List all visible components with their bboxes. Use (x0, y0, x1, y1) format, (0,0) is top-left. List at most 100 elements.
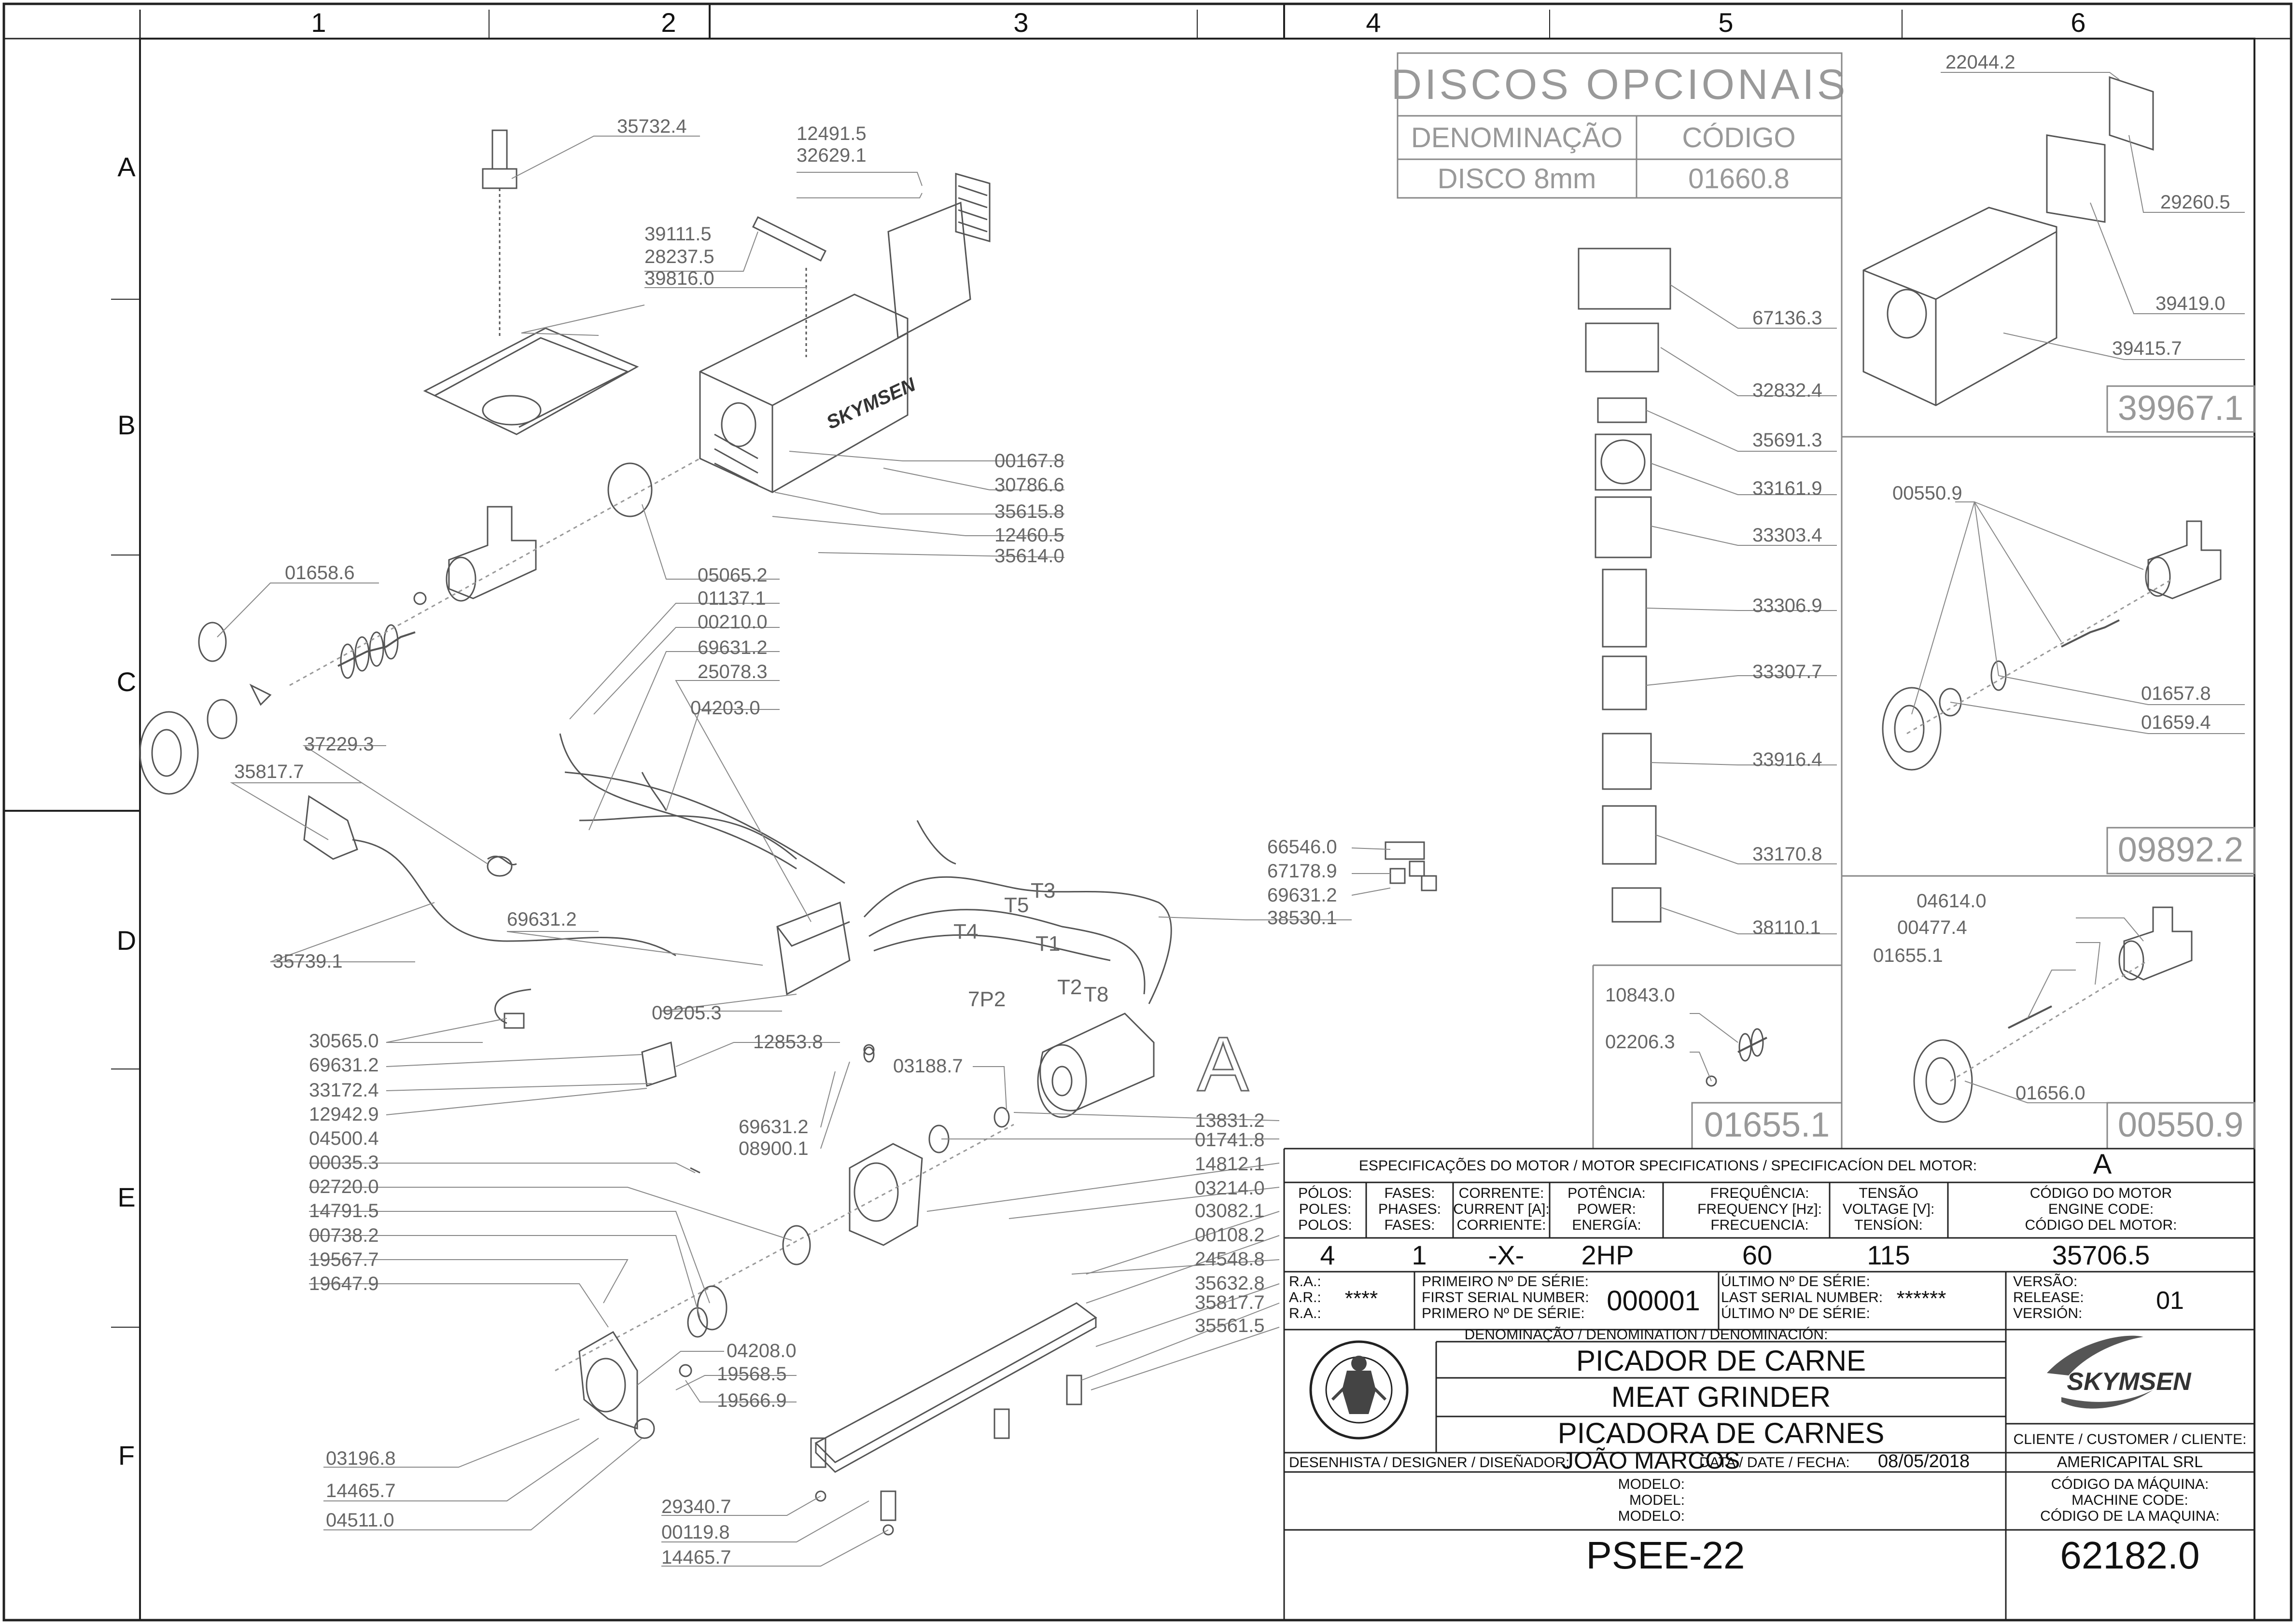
callout-14812-1: 14812.1 (1195, 1153, 1265, 1175)
ra-label-pt: R.A.: (1289, 1274, 1321, 1290)
callout-33916-4: 33916.4 (1752, 749, 1822, 770)
callout-35614-0: 35614.0 (994, 545, 1064, 567)
callout-35561-5: 35561.5 (1195, 1315, 1265, 1336)
callout-39816-0: 39816.0 (644, 268, 714, 289)
current-label-en: CURRENT [A]: (1453, 1201, 1549, 1217)
client-label: CLIENTE / CUSTOMER / CLIENTE: (2014, 1431, 2247, 1447)
label-32832 (1585, 322, 1659, 373)
label-33307 (1602, 655, 1647, 710)
plate-disc (198, 622, 227, 662)
version-label-pt: VERSÃO: (2013, 1273, 2077, 1290)
grid-col-4: 4 (1366, 7, 1381, 38)
client-value: AMERICAPITAL SRL (2057, 1453, 2203, 1471)
callout-69631-2a: 69631.2 (698, 637, 768, 658)
grid-col-1: 1 (311, 7, 326, 38)
callout-69631-2b: 69631.2 (507, 909, 577, 930)
callout-66546-0: 66546.0 (1267, 836, 1337, 858)
sub-assembly-codes: 39967.1 09892.2 01655.1 00550.9 (1704, 389, 2243, 1144)
callout-37229-3: 37229.3 (304, 734, 374, 755)
last-serial-label-es: ÚLTIMO Nº DE SÉRIE: (1721, 1305, 1870, 1321)
label-33161 (1595, 433, 1652, 491)
callout-24548-8: 24548.8 (1195, 1249, 1265, 1270)
first-serial-label-en: FIRST SERIAL NUMBER: (1422, 1290, 1589, 1305)
voltage-label-pt: TENSÃO (1859, 1185, 1918, 1201)
callout-33303-4: 33303.4 (1752, 525, 1822, 546)
callout-01657-8: 01657.8 (2141, 683, 2211, 704)
first-serial-label-es: PRIMERO Nº DE SÉRIE: (1422, 1305, 1585, 1321)
callout-00477-4: 00477.4 (1897, 917, 1967, 938)
engine-code-label-en: ENGINE CODE: (2048, 1201, 2154, 1217)
callout-35817-7a: 35817.7 (234, 761, 304, 782)
ra-value: **** (1345, 1287, 1378, 1310)
poles-label-es: POLOS: (1298, 1217, 1352, 1233)
grid-col-6: 6 (2071, 7, 2085, 38)
phases-label-pt: FASES: (1384, 1185, 1435, 1201)
grid-col-3: 3 (1013, 7, 1028, 38)
machine-code-label-pt: CÓDIGO DA MÁQUINA: (2051, 1476, 2209, 1492)
phases-value: 1 (1412, 1240, 1427, 1270)
product-name-pt: PICADOR DE CARNE (1576, 1345, 1866, 1377)
current-label-es: CORRIENTE: (1456, 1217, 1546, 1233)
version-label-es: VERSIÓN: (2013, 1305, 2082, 1321)
bracket-part (752, 216, 827, 262)
voltage-label-en: VOLTAGE [V]: (1843, 1201, 1935, 1217)
callout-01656-0: 01656.0 (2015, 1083, 2085, 1104)
callout-35615-8: 35615.8 (994, 501, 1064, 522)
discs-header-code: CÓDIGO (1682, 122, 1795, 153)
grid-col-5: 5 (1718, 7, 1733, 38)
back-panel (887, 201, 971, 339)
gear-housing (849, 1143, 923, 1246)
callout-04208-0: 04208.0 (727, 1340, 797, 1361)
callout-14791-5: 14791.5 (309, 1200, 379, 1221)
version-value: 01 (2156, 1287, 2184, 1315)
discs-row-code: 01660.8 (1688, 163, 1790, 194)
callout-03196-8: 03196.8 (326, 1448, 396, 1469)
callout-35732-4: 35732.4 (617, 116, 687, 137)
callout-19566-9: 19566.9 (717, 1390, 787, 1411)
callout-02206-3: 02206.3 (1605, 1031, 1675, 1053)
first-serial-label-pt: PRIMEIRO Nº DE SÉRIE: (1422, 1274, 1589, 1290)
wire-t4: T4 (953, 920, 978, 944)
callout-33170-8: 33170.8 (1752, 844, 1822, 865)
callout-19568-5: 19568.5 (717, 1363, 787, 1385)
power-plug (303, 795, 358, 860)
callout-00167-8: 00167.8 (994, 450, 1064, 472)
ra-label-es: R.A.: (1289, 1305, 1321, 1321)
first-serial-value: 000001 (1607, 1285, 1700, 1317)
voltage-value: 115 (1867, 1240, 1910, 1270)
last-serial-label-pt: ÚLTIMO Nº DE SÉRIE: (1721, 1274, 1870, 1290)
grid-row-C: C (117, 666, 136, 697)
version-label-en: RELEASE: (2013, 1290, 2084, 1305)
callout-12491-5: 12491.5 (797, 123, 867, 144)
date-value: 08/05/2018 (1878, 1451, 1970, 1471)
front-flange (578, 1331, 638, 1430)
power-label-en: POWER: (1577, 1201, 1636, 1217)
callout-30786-6: 30786.6 (994, 474, 1064, 496)
frequency-label-es: FRECUENCIA: (1710, 1217, 1808, 1233)
title-block: ESPECIFICAÇÕES DO MOTOR / MOTOR SPECIFIC… (1283, 1148, 2254, 1620)
grid-row-B: B (117, 410, 135, 440)
callout-14465-7b: 14465.7 (661, 1547, 731, 1568)
motor-spec-value: A (2093, 1149, 2112, 1180)
callout-25078-3: 25078.3 (698, 661, 768, 682)
model-label-es: MODELO: (1618, 1508, 1685, 1524)
callout-02720-0: 02720.0 (309, 1176, 379, 1197)
grid-col-2: 2 (661, 7, 676, 38)
phases-label-es: FASES: (1384, 1217, 1435, 1233)
product-name-es: PICADORA DE CARNES (1558, 1417, 1885, 1449)
callout-22044-2: 22044.2 (1945, 52, 2015, 73)
callout-38530-1: 38530.1 (1267, 907, 1337, 929)
discs-row-name: DISCO 8mm (1438, 163, 1596, 194)
callout-08900-1: 08900.1 (739, 1138, 809, 1159)
callout-03214-0: 03214.0 (1195, 1178, 1265, 1199)
sub-assembly-panels (1592, 53, 2255, 1150)
callout-69631-2d: 69631.2 (309, 1055, 379, 1076)
callout-29340-7: 29340.7 (661, 1496, 731, 1517)
model-value: PSEE-22 (1586, 1534, 1745, 1577)
svg-text:SKYMSEN: SKYMSEN (2067, 1368, 2192, 1396)
discs-header-name: DENOMINAÇÃO (1411, 122, 1623, 153)
frequency-label-en: FREQUENCY [Hz]: (1697, 1201, 1822, 1217)
callout-14465-7a: 14465.7 (326, 1480, 396, 1501)
callout-09205-3: 09205.3 (652, 1002, 722, 1024)
